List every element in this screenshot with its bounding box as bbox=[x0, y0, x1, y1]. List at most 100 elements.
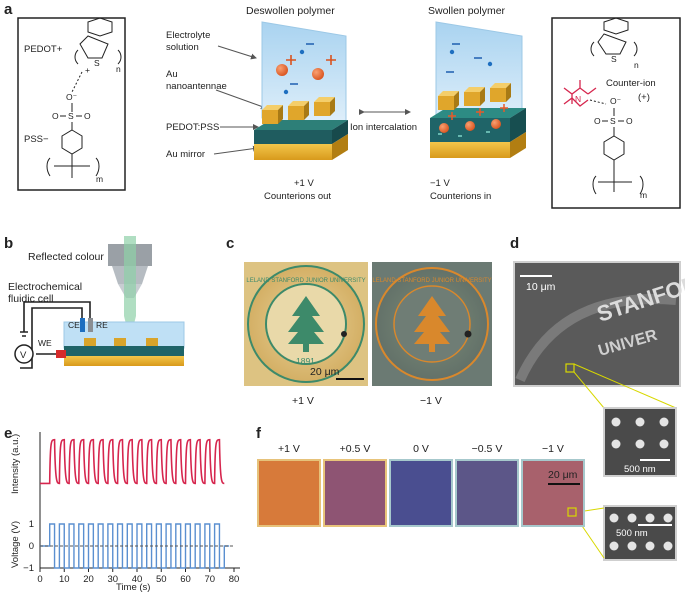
pedot-plus-sign: + bbox=[85, 65, 90, 75]
label-pedot-pss: PEDOT:PSS bbox=[166, 122, 219, 133]
sem-scale-main: 10 μm bbox=[526, 281, 556, 293]
reflected-colour-label: Reflected colour bbox=[28, 251, 104, 263]
x-tick-label: 70 bbox=[204, 574, 215, 585]
pedot-pss-structure-box: S + n PEDOT+ O⁻ O S O m PSS− bbox=[17, 17, 126, 191]
x-tick-label: 20 bbox=[83, 574, 94, 585]
cell-label-line2: fluidic cell bbox=[8, 293, 54, 305]
y-tick-label: 0 bbox=[29, 541, 34, 552]
pss-minus-label: PSS− bbox=[24, 134, 49, 145]
panel-b-letter: b bbox=[4, 235, 13, 252]
panel-c-right-voltage: −1 V bbox=[420, 395, 442, 407]
pss-s-atom: S bbox=[68, 111, 74, 121]
objective-lens bbox=[108, 236, 152, 340]
tile-voltage-label: 0 V bbox=[413, 443, 429, 455]
swollen-device bbox=[430, 21, 526, 158]
cell-label-line1: Electrochemical bbox=[8, 281, 82, 293]
sem-inset-1: 500 nm bbox=[573, 363, 677, 477]
panel-d: d STANFORD UNIVER 10 μm 500 nm 500 nm bbox=[510, 235, 685, 561]
deswollen-voltage: +1 V bbox=[294, 178, 314, 189]
deswollen-device bbox=[254, 21, 348, 160]
counter-m-label: m bbox=[640, 190, 647, 200]
tile-voltage-label: −1 V bbox=[542, 443, 564, 455]
electrode-wiring: V CE RE WE bbox=[14, 301, 108, 369]
pss-m-label: m bbox=[96, 174, 103, 184]
voltage-colour-tile bbox=[257, 459, 321, 527]
x-tick-label: 50 bbox=[156, 574, 167, 585]
panel-f-inset-marker bbox=[567, 507, 577, 517]
swollen-title: Swollen polymer bbox=[428, 5, 506, 17]
fluidic-cell bbox=[56, 318, 185, 366]
voltmeter-label: V bbox=[20, 350, 27, 361]
x-tick-label: 0 bbox=[37, 574, 42, 585]
panel-c-left-voltage: +1 V bbox=[292, 395, 314, 407]
sem-inset-2: 500 nm bbox=[603, 505, 677, 561]
voltage-colour-tiles: +1 V +0.5 V 0 V −0.5 V −1 V bbox=[257, 443, 585, 527]
label-ion-intercalation: Ion intercalation bbox=[350, 122, 417, 133]
counter-n-atom: N bbox=[575, 94, 581, 104]
intensity-axis-label: Intensity (a.u.) bbox=[10, 434, 21, 494]
pedot-s-atom: S bbox=[94, 58, 100, 68]
seal-image-minus1v: LELAND STANFORD JUNIOR UNIVERSITY bbox=[372, 262, 492, 386]
x-tick-label: 60 bbox=[180, 574, 191, 585]
voltage-colour-tile bbox=[455, 459, 519, 527]
swollen-nanoantennae bbox=[438, 83, 511, 110]
panel-c: c 1891 LELAND STANFORD JUNIOR UNIVERSITY… bbox=[226, 235, 492, 407]
panel-e: e Intensity (a.u.) Voltage (V) Time (s) … bbox=[4, 425, 240, 593]
panel-a-letter: a bbox=[4, 1, 13, 18]
swollen-voltage: −1 V bbox=[430, 178, 450, 189]
deswollen-title: Deswollen polymer bbox=[246, 5, 335, 17]
counterions-in: Counterions in bbox=[430, 191, 491, 202]
ce-label: CE bbox=[68, 320, 80, 330]
label-electrolyte-line1: Electrolyte bbox=[166, 30, 210, 41]
counter-o-left: O bbox=[594, 116, 601, 126]
x-tick-label: 30 bbox=[107, 574, 118, 585]
panel-d-letter: d bbox=[510, 235, 519, 252]
pss-o-minus: O⁻ bbox=[66, 92, 78, 102]
seal-year-left: 1891 bbox=[296, 356, 315, 366]
counter-ion-charge: (+) bbox=[638, 92, 650, 103]
tile-voltage-label: −0.5 V bbox=[472, 443, 503, 455]
x-tick-label: 80 bbox=[229, 574, 240, 585]
pss-o-left: O bbox=[52, 111, 59, 121]
counter-ion-structure-box: S n N Counter-ion (+) O⁻ O S O m bbox=[551, 17, 681, 209]
x-tick-label: 10 bbox=[59, 574, 70, 585]
intensity-series-line bbox=[40, 438, 225, 485]
we-label: WE bbox=[38, 338, 52, 348]
counter-n-label: n bbox=[634, 60, 639, 70]
voltage-colour-tile bbox=[323, 459, 387, 527]
label-au-line1: Au bbox=[166, 69, 178, 80]
seal-text-left: LELAND STANFORD JUNIOR UNIVERSITY bbox=[246, 278, 365, 284]
x-tick-label: 40 bbox=[132, 574, 143, 585]
panel-c-letter: c bbox=[226, 235, 234, 252]
counter-ion-molecule: N bbox=[563, 80, 597, 107]
panel-e-letter: e bbox=[4, 425, 12, 442]
tile-voltage-label: +1 V bbox=[278, 443, 300, 455]
cation-ball bbox=[276, 64, 288, 76]
panel-a: a Deswollen polymer Swollen polymer S + … bbox=[4, 1, 681, 209]
seal-image-plus1v: 1891 LELAND STANFORD JUNIOR UNIVERSITY 2… bbox=[244, 262, 368, 386]
voltage-colour-tile bbox=[389, 459, 453, 527]
label-au-mirror: Au mirror bbox=[166, 149, 205, 160]
voltage-colour-tile bbox=[521, 459, 585, 527]
label-au-line2: nanoantennae bbox=[166, 81, 227, 92]
counter-ion-label: Counter-ion bbox=[606, 78, 656, 89]
tile-voltage-label: +0.5 V bbox=[340, 443, 371, 455]
counter-o-minus: O⁻ bbox=[610, 96, 622, 106]
pss-o-right: O bbox=[84, 111, 91, 121]
counter-s-sulfonate: S bbox=[610, 116, 616, 126]
sem-scale-inset1: 500 nm bbox=[624, 464, 656, 475]
seal-text-right: LELAND STANFORD JUNIOR UNIVERSITY bbox=[372, 278, 491, 284]
re-label: RE bbox=[96, 320, 108, 330]
panel-f: f +1 V +0.5 V 0 V −0.5 V −1 V 20 μm bbox=[256, 425, 585, 527]
counter-s-atom: S bbox=[611, 54, 617, 64]
voltage-axis-label: Voltage (V) bbox=[10, 521, 21, 568]
cation-ball bbox=[312, 68, 324, 80]
panel-f-scale: 20 μm bbox=[548, 469, 578, 481]
panel-f-letter: f bbox=[256, 425, 262, 442]
panel-c-scale: 20 μm bbox=[310, 366, 340, 378]
y-tick-label: −1 bbox=[23, 563, 34, 574]
y-tick-label: 1 bbox=[29, 519, 34, 530]
voltmeter bbox=[14, 344, 34, 364]
deswollen-nanoantennae bbox=[262, 97, 335, 124]
